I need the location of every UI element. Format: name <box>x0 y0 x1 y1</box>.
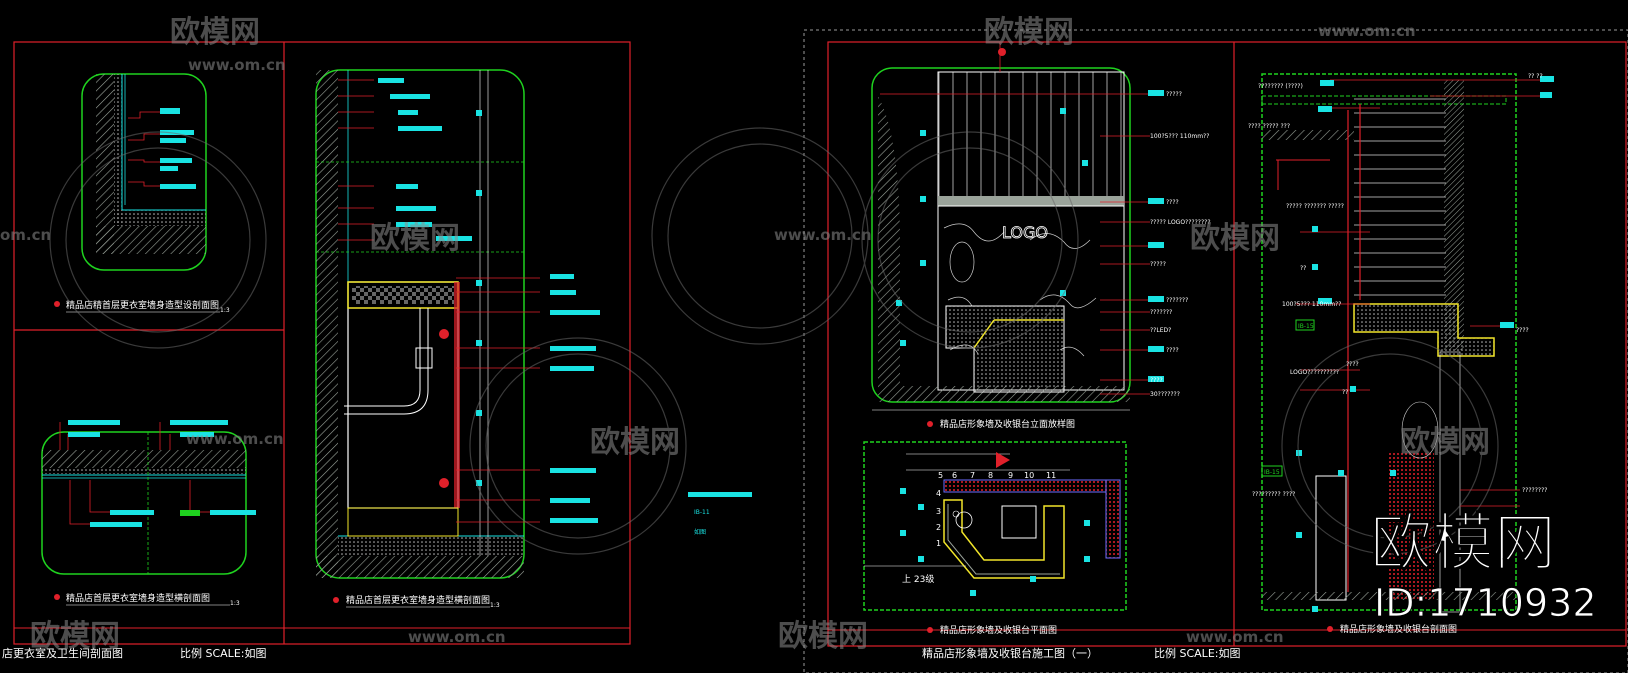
elevation-annotation-11: 30??????? <box>1150 391 1180 398</box>
watermark-brand-marks: 欧模网 www.om.cn 欧模网 www.om.cn 欧模网 om.cn ww… <box>0 15 1490 654</box>
section-annotation-5: ?? <box>1300 265 1306 272</box>
step-1: 1 <box>936 539 941 548</box>
watermark-brand-2: 欧模网 <box>984 15 1074 50</box>
detail-2-scale: 1:3 <box>230 600 240 607</box>
id-watermark-brand: 欧模网 <box>1370 506 1556 579</box>
section-annotation-12: IB-15 <box>1264 469 1280 476</box>
elevation-annotation-7: ??????? <box>1150 309 1172 316</box>
sheet-right-frame <box>827 41 1627 647</box>
step-2: 2 <box>936 523 941 532</box>
watermark-domain-5: www.om.cn <box>186 430 284 448</box>
section-annotation-4: ????? ??????? ????? <box>1286 203 1344 210</box>
detail-3-scale: 1:3 <box>490 602 500 609</box>
step-10: 10 <box>1024 471 1034 480</box>
elevation-annotation-6: ??????? <box>1166 297 1188 304</box>
watermark-brand-6: 欧模网 <box>1400 425 1490 460</box>
side-note-2: IB-11 <box>694 509 710 516</box>
step-3: 3 <box>936 507 941 516</box>
detail-1-title: 精品店精首层更衣室墙身造型设剖面图 <box>66 299 219 311</box>
detail-2-title: 精品店首层更衣室墙身造型横剖面图 <box>66 592 210 604</box>
section-annotation-11: ?? <box>1342 389 1348 396</box>
elevation-annotation-4: ????? LOGO???????? <box>1150 219 1211 226</box>
elevation-annotation-2: 100?5??? 110mm?? <box>1150 133 1209 140</box>
elevation-annotation-3: ???? <box>1166 199 1179 206</box>
sheet-right-footer-scale: 比例 SCALE:如图 <box>1154 646 1240 660</box>
side-note-3: 如图 <box>694 528 706 536</box>
step-9: 9 <box>1008 471 1013 480</box>
watermark-domain-1: www.om.cn <box>188 56 286 74</box>
elevation-title: 精品店形象墙及收银台立面放样图 <box>940 418 1075 430</box>
sheet-left: 精品店精首层更衣室墙身造型设剖面图 1:3 <box>2 41 752 660</box>
section-annotation-6: 100?5??? 110mm?? <box>1282 301 1341 308</box>
sheet-left-frame <box>13 41 631 645</box>
elevation-annotation-10: ???? <box>1150 377 1163 384</box>
detail-1-vertical-section: 精品店精首层更衣室墙身造型设剖面图 1:3 <box>54 73 230 314</box>
watermark-brand-1: 欧模网 <box>170 15 260 50</box>
plan-drawing: 5 6 7 8 9 10 11 4 3 2 1 上 23级 精品店形象墙及收银台… <box>863 441 1127 636</box>
step-11: 11 <box>1046 471 1056 480</box>
section-annotation-14: ???????? <box>1522 487 1547 494</box>
section-title: 精品店形象墙及收银台剖面图 <box>1340 623 1457 635</box>
section-annotation-1: ???????? (????) <box>1258 83 1303 90</box>
watermark-layer: 欧模网 www.om.cn 欧模网 www.om.cn 欧模网 om.cn ww… <box>0 15 1499 654</box>
watermark-domain-2: www.om.cn <box>1318 22 1416 40</box>
section-annotation-2: ?? ?? <box>1528 73 1543 80</box>
detail-3-tall-section: 精品店首层更衣室墙身造型横剖面图 1:3 <box>315 69 600 609</box>
watermark-brand-5: 欧模网 <box>590 425 680 460</box>
section-annotation-9: ???? <box>1346 361 1359 368</box>
section-annotation-13: ????????? ???? <box>1252 491 1295 498</box>
section-drawing: ???????? (????) ?? ?? ???? ????? ??? ???… <box>1248 73 1554 635</box>
section-annotation-8: IB-15 <box>1298 323 1314 330</box>
elevation-annotation-1: ????? <box>1166 91 1182 98</box>
section-annotation-7: ???? <box>1516 327 1529 334</box>
elevation-annotation-5: ????? <box>1150 261 1166 268</box>
sheet-right: LOGO <box>803 29 1628 673</box>
step-4: 4 <box>936 489 941 498</box>
step-6: 6 <box>952 471 957 480</box>
watermark-domain-4: www.om.cn <box>774 226 872 244</box>
detail-2-horizontal-section: 精品店首层更衣室墙身造型横剖面图 1:3 <box>41 420 256 607</box>
id-watermark-number: ID:1710932 <box>1374 581 1597 625</box>
logo-text: LOGO <box>1002 223 1048 242</box>
watermark-domain-6: www.om.cn <box>408 628 506 646</box>
detail-3-title: 精品店首层更衣室墙身造型横剖面图 <box>346 594 490 606</box>
elevation-drawing: LOGO <box>871 42 1211 430</box>
watermark-domain-3: om.cn <box>0 226 51 244</box>
elevation-annotation-9: ???? <box>1166 347 1179 354</box>
step-8: 8 <box>988 471 993 480</box>
sheet-left-footer-title: 店更衣室及卫生间剖面图 <box>2 646 123 660</box>
watermark-domain-7: www.om.cn <box>1186 628 1284 646</box>
detail-1-scale: 1:3 <box>220 307 230 314</box>
step-5: 5 <box>938 471 943 480</box>
watermark-brand-8: 欧模网 <box>778 619 868 654</box>
id-watermark: 欧模网 ID:1710932 <box>1370 506 1597 626</box>
sheet-left-footer-scale: 比例 SCALE:如图 <box>180 646 266 660</box>
watermark-brand-3: 欧模网 <box>370 221 460 256</box>
watermark-brand-7: 欧模网 <box>30 619 120 654</box>
section-annotation-3: ???? ????? ??? <box>1248 123 1290 130</box>
stair-label: 上 23级 <box>902 573 934 585</box>
watermark-brand-4: 欧模网 <box>1190 221 1280 256</box>
elevation-annotation-8: ??LED? <box>1150 327 1171 334</box>
watermark-circles <box>49 127 1499 555</box>
section-annotation-10: LOGO?????????? <box>1290 369 1339 376</box>
plan-title: 精品店形象墙及收银台平面图 <box>940 624 1057 636</box>
step-7: 7 <box>970 471 975 480</box>
sheet-right-footer-title: 精品店形象墙及收银台施工图（一） <box>922 646 1098 660</box>
